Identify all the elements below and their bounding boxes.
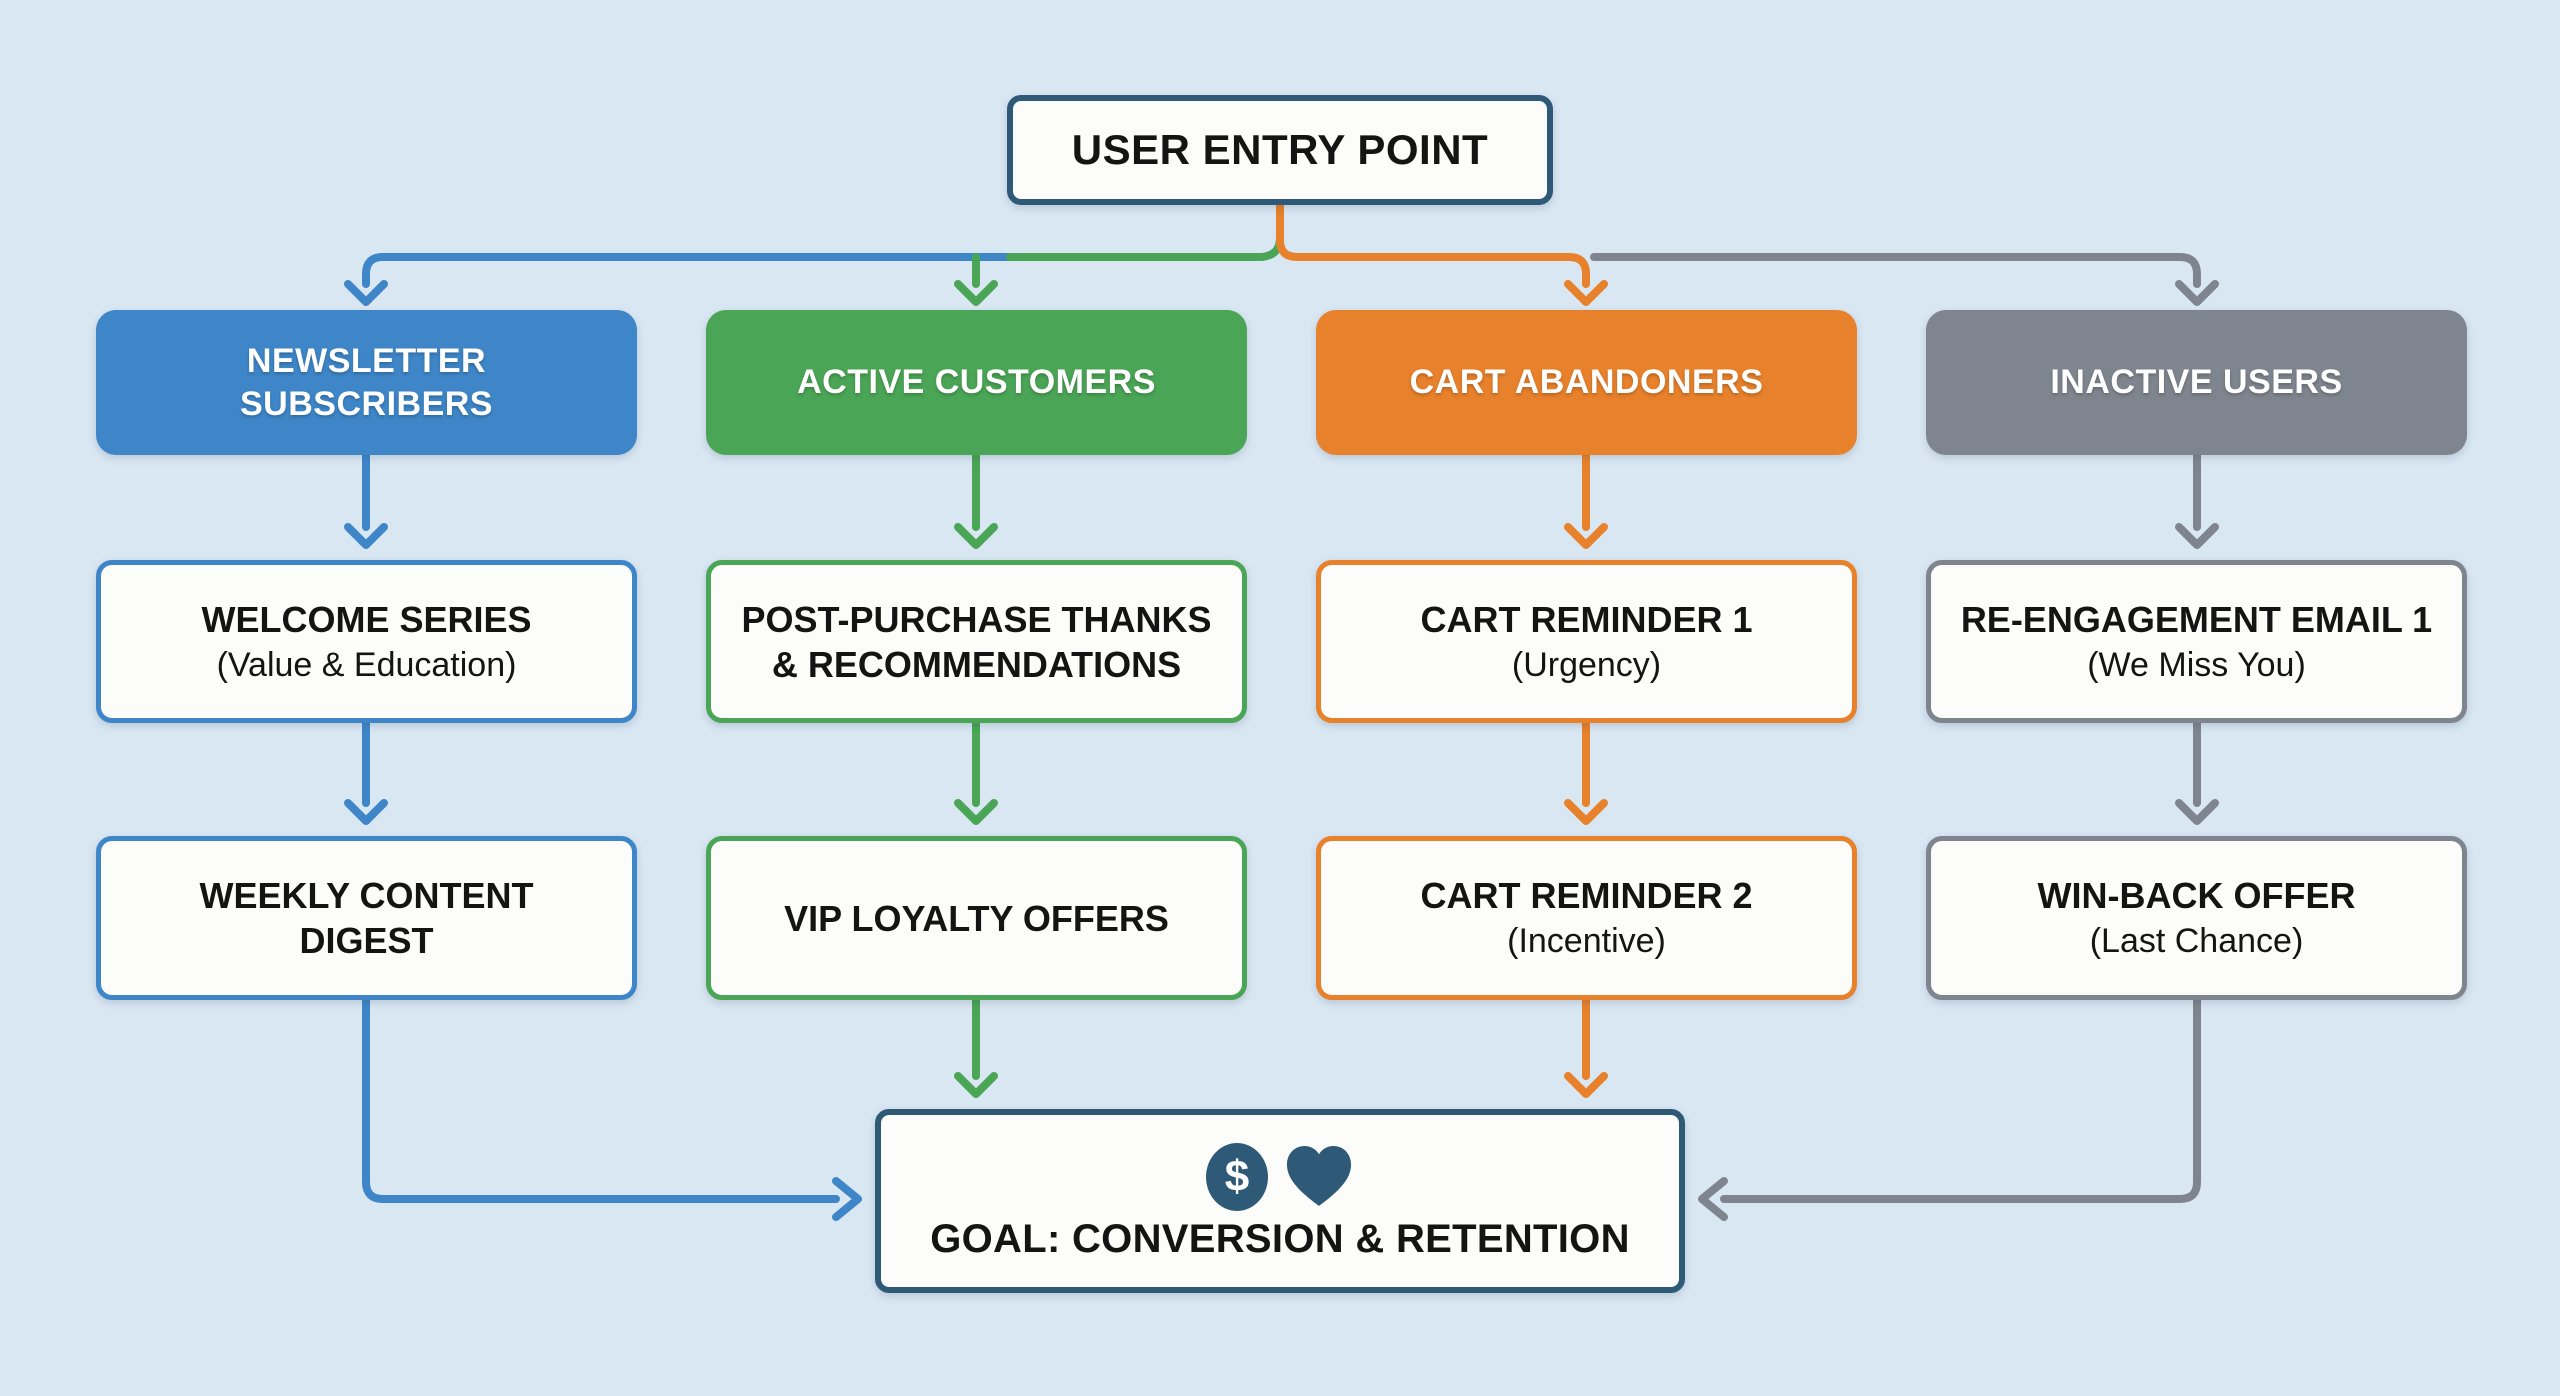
segment-label: NEWSLETTER SUBSCRIBERS	[240, 342, 493, 423]
step-title: POST-PURCHASE THANKS & RECOMMENDATIONS	[741, 598, 1212, 685]
goal-label: GOAL: CONVERSION & RETENTION	[930, 1216, 1630, 1261]
segment-label: CART ABANDONERS	[1409, 363, 1764, 402]
step-title: CART REMINDER 1	[1420, 598, 1753, 640]
arrow-digest-to-goal	[362, 996, 862, 1221]
segment-active-customers: ACTIVE CUSTOMERS	[706, 310, 1247, 455]
goal-node: $ GOAL: CONVERSION & RETENTION	[875, 1109, 1685, 1293]
arrow-entry-to-inactive	[1590, 253, 2219, 306]
segment-label: INACTIVE USERS	[2050, 363, 2343, 402]
segment-label: ACTIVE CUSTOMERS	[797, 363, 1156, 402]
step-re-engagement-email-1: RE-ENGAGEMENT EMAIL 1 (We Miss You)	[1926, 560, 2467, 723]
segment-newsletter-subscribers: NEWSLETTER SUBSCRIBERS	[96, 310, 637, 455]
step-weekly-content-digest: WEEKLY CONTENT DIGEST	[96, 836, 637, 1000]
entry-label: USER ENTRY POINT	[1071, 126, 1489, 173]
arrow-reminder1-to-reminder2	[1564, 719, 1608, 825]
step-vip-loyalty-offers: VIP LOYALTY OFFERS	[706, 836, 1247, 1000]
arrow-postpurchase-to-vip	[954, 719, 998, 825]
arrow-inactive-to-reengagement	[2175, 451, 2219, 549]
step-subtitle: (We Miss You)	[2087, 645, 2306, 684]
arrow-winback-to-goal	[1698, 996, 2201, 1221]
arrow-reminder2-to-goal	[1564, 996, 1608, 1098]
arrow-entry-to-active	[954, 234, 1284, 306]
arrow-welcome-to-digest	[344, 719, 388, 825]
step-post-purchase-thanks: POST-PURCHASE THANKS & RECOMMENDATIONS	[706, 560, 1247, 723]
step-subtitle: (Urgency)	[1511, 645, 1662, 684]
step-subtitle: (Last Chance)	[2089, 922, 2304, 961]
arrow-entry-to-newsletter	[344, 253, 1014, 306]
step-subtitle: (Value & Education)	[216, 645, 517, 684]
dollar-symbol: $	[1224, 1151, 1250, 1201]
step-cart-reminder-2: CART REMINDER 2 (Incentive)	[1316, 836, 1857, 1000]
step-subtitle: (Incentive)	[1507, 922, 1666, 961]
step-title: WIN-BACK OFFER	[2037, 875, 2356, 917]
step-title: RE-ENGAGEMENT EMAIL 1	[1960, 598, 2433, 640]
entry-node: USER ENTRY POINT	[1007, 95, 1553, 205]
arrow-entry-to-cart	[1276, 198, 1608, 306]
heart-icon	[1286, 1145, 1352, 1206]
arrow-cart-to-reminder1	[1564, 451, 1608, 549]
arrow-active-to-postpurchase	[954, 451, 998, 549]
step-title: WELCOME SERIES	[201, 598, 532, 640]
step-cart-reminder-1: CART REMINDER 1 (Urgency)	[1316, 560, 1857, 723]
step-title: WEEKLY CONTENT DIGEST	[199, 875, 534, 961]
step-title: VIP LOYALTY OFFERS	[784, 897, 1169, 939]
arrow-vip-to-goal	[954, 996, 998, 1098]
arrow-reengagement-to-winback	[2175, 719, 2219, 825]
step-title: CART REMINDER 2	[1420, 875, 1753, 917]
arrow-newsletter-to-welcome	[344, 451, 388, 549]
step-welcome-series: WELCOME SERIES (Value & Education)	[96, 560, 637, 723]
segment-cart-abandoners: CART ABANDONERS	[1316, 310, 1857, 455]
segment-inactive-users: INACTIVE USERS	[1926, 310, 2467, 455]
step-win-back-offer: WIN-BACK OFFER (Last Chance)	[1926, 836, 2467, 1000]
dollar-icon: $	[1206, 1142, 1268, 1211]
goal-icons: $	[1206, 1141, 1354, 1213]
